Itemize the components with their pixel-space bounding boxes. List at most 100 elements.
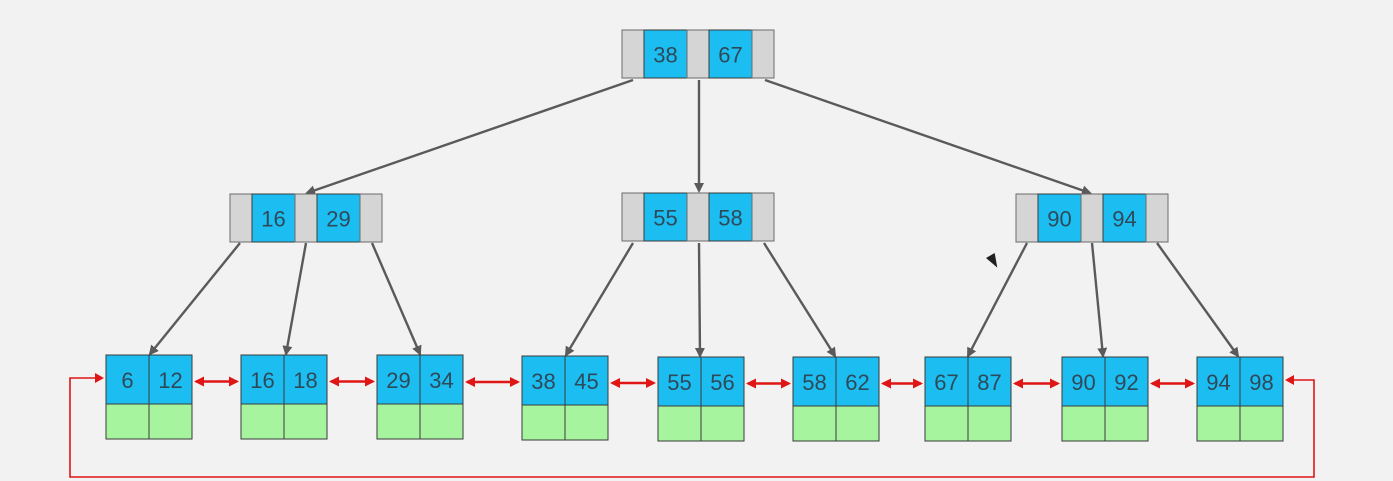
data-cell: [105, 403, 150, 440]
data-cell: [924, 405, 969, 442]
key-cell: [924, 356, 969, 407]
key-label: 94: [1112, 207, 1136, 232]
pointer-cell: [621, 192, 645, 242]
child-pointer-arrow: [282, 242, 308, 356]
wrap-around-link: [69, 377, 1315, 478]
data-cell: [1239, 405, 1284, 442]
key-cell: [376, 354, 421, 405]
key-label: 98: [1249, 370, 1273, 395]
data-cell: [419, 403, 464, 440]
key-label: 90: [1071, 370, 1095, 395]
pointer-cell: [1015, 193, 1039, 243]
pointer-cell: [294, 193, 318, 243]
data-cell: [1061, 405, 1106, 442]
key-cell: [700, 356, 745, 407]
key-cell: [1196, 356, 1241, 407]
child-pointer-arrow: [694, 242, 705, 358]
data-cell: [700, 405, 745, 442]
data-cell: [564, 404, 609, 441]
data-cell: [792, 405, 837, 442]
key-cell: [564, 355, 609, 406]
data-cell: [835, 405, 880, 442]
key-cell: [251, 193, 296, 243]
key-label: 16: [250, 368, 274, 393]
key-cell: [708, 192, 753, 242]
key-label: 16: [261, 207, 285, 232]
key-label: 67: [934, 370, 958, 395]
data-cell: [657, 405, 702, 442]
child-pointer-arrow: [762, 242, 837, 358]
leaf-node: 6 12: [105, 354, 193, 440]
key-label: 38: [531, 369, 555, 394]
key-cell: [316, 193, 361, 243]
pointer-cell: [621, 29, 645, 79]
key-cell: [148, 354, 193, 405]
key-label: 94: [1206, 370, 1230, 395]
child-pointer-arrow: [564, 242, 635, 357]
data-cell: [967, 405, 1012, 442]
leaf-links: [69, 373, 1315, 478]
key-label: 92: [1114, 370, 1138, 395]
child-pointer-arrow: [370, 242, 422, 356]
key-cell: [1037, 193, 1082, 243]
leaf-node: 58 62: [792, 356, 880, 442]
key-cell: [240, 354, 285, 405]
key-label: 55: [667, 370, 691, 395]
key-label: 67: [718, 43, 742, 68]
data-cell: [376, 403, 421, 440]
leaf-node: 94 98: [1196, 356, 1284, 442]
pointer-cell: [686, 192, 710, 242]
pointer-cell: [751, 192, 775, 242]
data-cell: [521, 404, 566, 441]
key-cell: [419, 354, 464, 405]
pointer-cell: [686, 29, 710, 79]
key-label: 90: [1047, 207, 1071, 232]
pointer-cell: [751, 29, 775, 79]
key-cell: [657, 356, 702, 407]
data-cell: [148, 403, 193, 440]
data-cell: [240, 403, 285, 440]
key-label: 58: [802, 370, 826, 395]
key-label: 87: [977, 370, 1001, 395]
internal-node: 90 94: [1015, 193, 1169, 243]
pointer-cell: [229, 193, 253, 243]
internal-node: 55 58: [621, 192, 775, 242]
key-label: 29: [326, 207, 350, 232]
child-pointer-arrow: [966, 242, 1029, 358]
key-label: 6: [121, 368, 133, 393]
key-label: 12: [158, 368, 182, 393]
key-label: 29: [386, 368, 410, 393]
leaf-node: 90 92: [1061, 356, 1149, 442]
key-cell: [643, 192, 688, 242]
key-cell: [1102, 193, 1147, 243]
key-cell: [1104, 356, 1149, 407]
child-pointer-arrow: [1156, 242, 1240, 358]
pointer-cell: [1080, 193, 1104, 243]
tree-edges: [148, 78, 1240, 358]
key-label: 55: [653, 206, 677, 231]
key-cell: [708, 29, 753, 79]
key-label: 62: [845, 370, 869, 395]
pointer-cell: [1145, 193, 1169, 243]
child-pointer-arrow: [305, 78, 634, 196]
key-label: 45: [574, 369, 598, 394]
key-label: 18: [293, 368, 317, 393]
wrap-arrowhead-right-icon: [1285, 375, 1294, 385]
data-cell: [1104, 405, 1149, 442]
key-label: 56: [710, 370, 734, 395]
child-pointer-arrow: [1090, 242, 1108, 358]
root-node: 38 67: [621, 29, 775, 79]
leaf-node: 38 45: [521, 355, 609, 441]
pointer-cell: [359, 193, 383, 243]
data-cell: [1196, 405, 1241, 442]
key-cell: [283, 354, 328, 405]
key-label: 38: [653, 43, 677, 68]
key-cell: [967, 356, 1012, 407]
key-label: 58: [718, 206, 742, 231]
child-pointer-arrow: [764, 78, 1092, 196]
